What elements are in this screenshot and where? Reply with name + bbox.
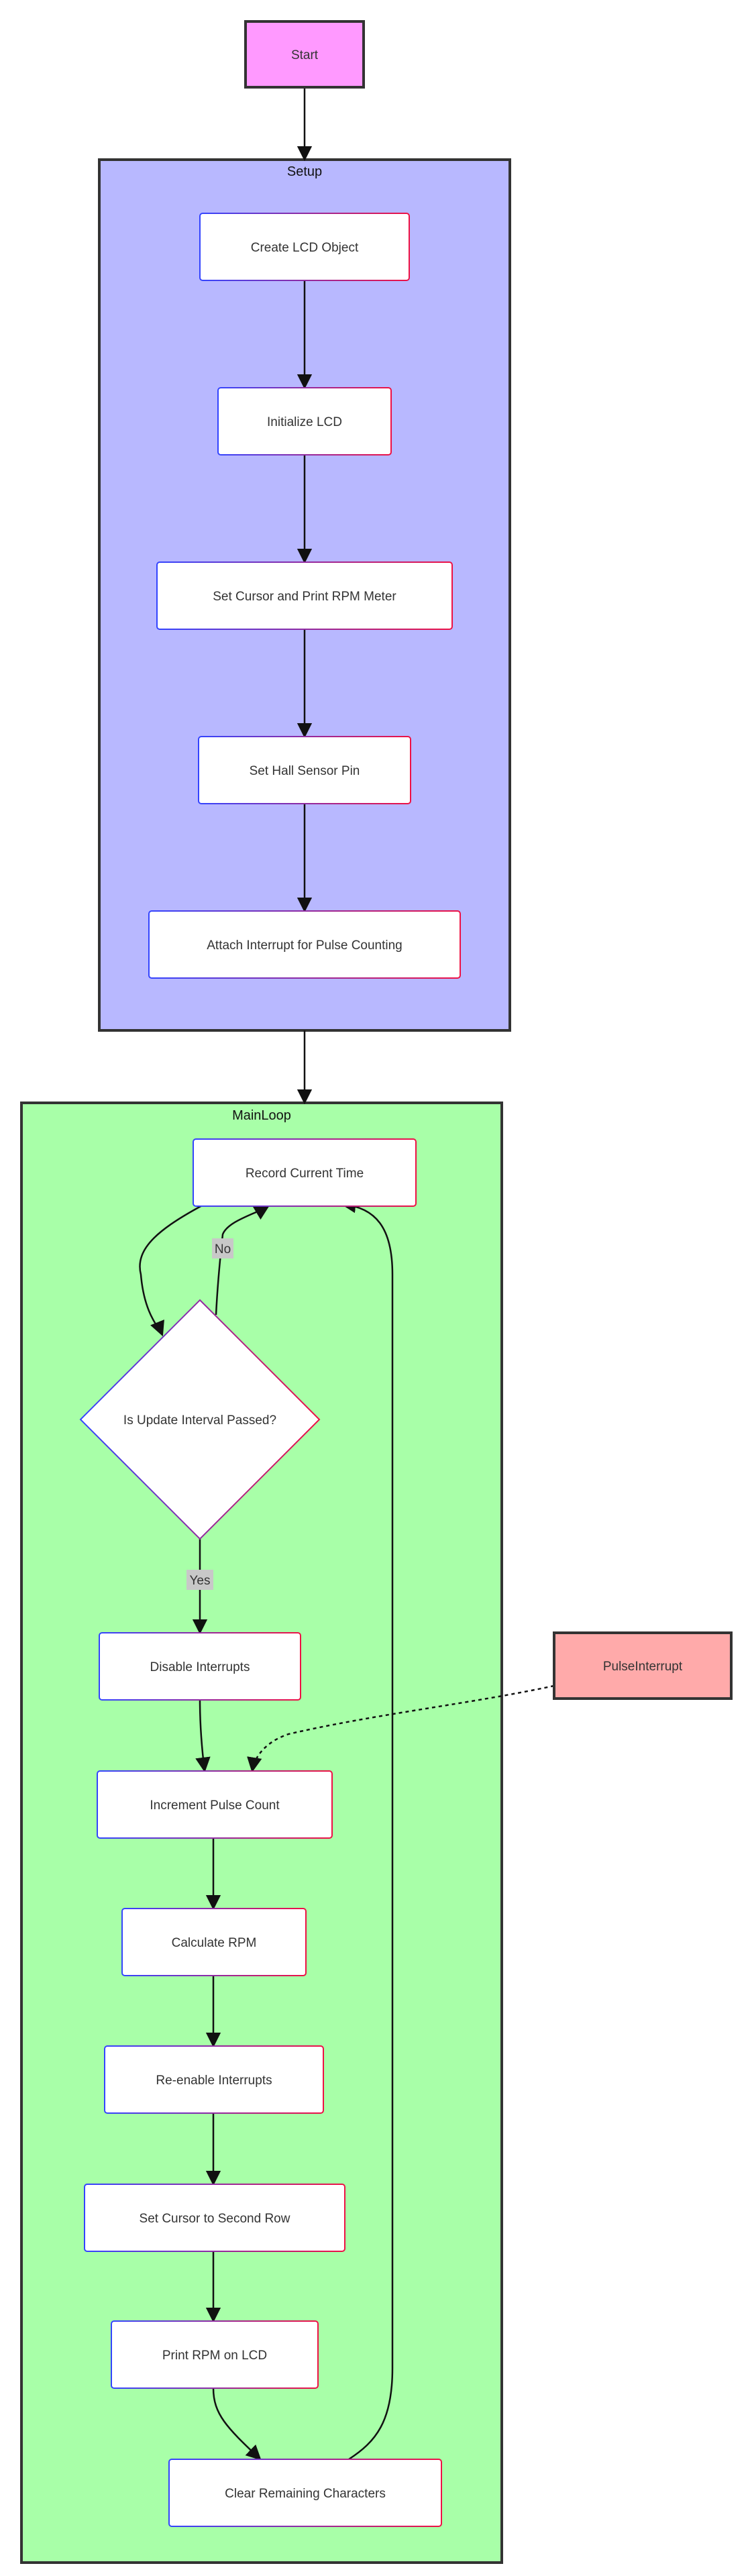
node-create-lcd[interactable]: Create LCD Object <box>199 213 410 281</box>
svg-text:Is Update Interval Passed?: Is Update Interval Passed? <box>123 1413 276 1428</box>
edge-label-no: No <box>212 1238 233 1258</box>
svg-text:No: No <box>215 1242 231 1256</box>
svg-text:Attach Interrupt for Pulse Cou: Attach Interrupt for Pulse Counting <box>207 938 403 953</box>
node-disable-interrupts[interactable]: Disable Interrupts <box>99 1632 301 1701</box>
edge-pulse-interrupt-to-increment <box>247 1684 555 1773</box>
node-update-interval-decision[interactable]: Is Update Interval Passed? <box>79 1299 321 1540</box>
node-calculate-rpm[interactable]: Calculate RPM <box>121 1908 307 1976</box>
svg-text:Set Cursor to Second Row: Set Cursor to Second Row <box>140 2212 290 2226</box>
node-set-cursor-second[interactable]: Set Cursor to Second Row <box>84 2184 345 2252</box>
edges <box>139 87 555 2461</box>
node-increment-pulse[interactable]: Increment Pulse Count <box>97 1770 333 1839</box>
edge-record-time-to-decision <box>139 1203 205 1337</box>
svg-text:Set Hall Sensor Pin: Set Hall Sensor Pin <box>250 764 360 778</box>
node-pulse-interrupt[interactable]: PulseInterrupt <box>553 1631 733 1700</box>
svg-text:Re-enable Interrupts: Re-enable Interrupts <box>156 2074 272 2088</box>
node-reenable-interrupts[interactable]: Re-enable Interrupts <box>104 2045 324 2114</box>
node-init-lcd[interactable]: Initialize LCD <box>217 387 392 455</box>
node-record-time[interactable]: Record Current Time <box>193 1138 417 1207</box>
svg-text:PulseInterrupt: PulseInterrupt <box>603 1660 683 1674</box>
node-attach-interrupt[interactable]: Attach Interrupt for Pulse Counting <box>148 910 461 979</box>
edge-disable-to-increment <box>195 1699 211 1773</box>
svg-text:Disable Interrupts: Disable Interrupts <box>150 1660 250 1674</box>
node-start[interactable]: Start <box>244 20 365 89</box>
svg-text:Create LCD Object: Create LCD Object <box>251 241 359 255</box>
edge-decision-no-to-record-time <box>215 1205 270 1316</box>
edge-label-yes: Yes <box>186 1570 213 1590</box>
node-set-cursor-print[interactable]: Set Cursor and Print RPM Meter <box>156 561 453 630</box>
setup-cluster-title: Setup <box>287 164 322 179</box>
svg-text:Start: Start <box>291 48 319 62</box>
mainloop-cluster-title: MainLoop <box>232 1108 291 1123</box>
edge-print-rpm-to-clear <box>212 2387 262 2461</box>
svg-text:Increment Pulse Count: Increment Pulse Count <box>150 1799 280 1813</box>
edge-clear-to-record-time <box>340 1197 394 2461</box>
node-set-hall-pin[interactable]: Set Hall Sensor Pin <box>198 736 411 804</box>
svg-text:Calculate RPM: Calculate RPM <box>172 1936 257 1950</box>
svg-text:Clear Remaining Characters: Clear Remaining Characters <box>225 2487 386 2501</box>
svg-text:Record Current Time: Record Current Time <box>246 1167 364 1181</box>
node-print-rpm[interactable]: Print RPM on LCD <box>111 2320 319 2389</box>
node-clear-chars[interactable]: Clear Remaining Characters <box>168 2459 442 2527</box>
svg-text:Yes: Yes <box>190 1574 211 1588</box>
svg-text:Print RPM on LCD: Print RPM on LCD <box>162 2349 267 2363</box>
svg-text:Set Cursor and Print RPM Meter: Set Cursor and Print RPM Meter <box>213 590 396 604</box>
svg-text:Initialize LCD: Initialize LCD <box>267 415 342 429</box>
